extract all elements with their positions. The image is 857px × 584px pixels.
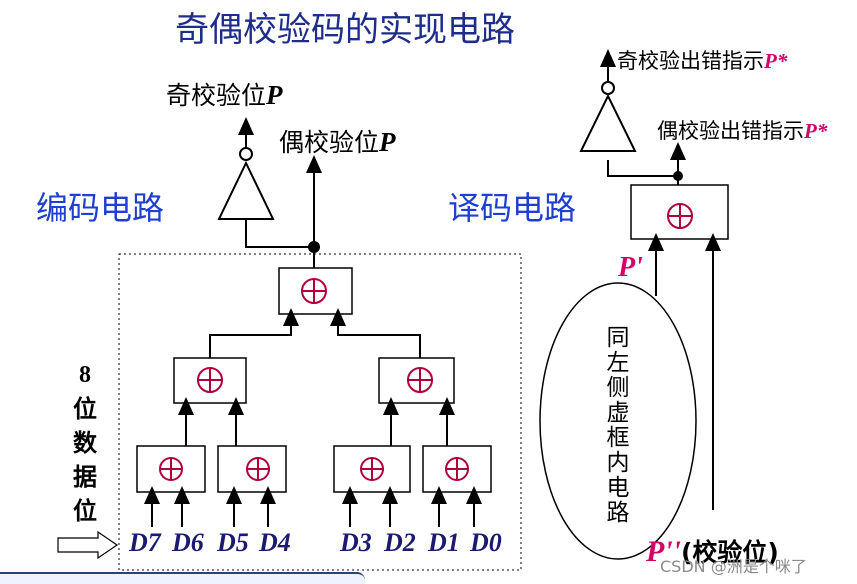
data-bits-char: 位	[73, 497, 97, 525]
xor-gate-d7-d6	[136, 445, 206, 493]
even-parity-symbol: P	[379, 127, 396, 157]
odd-error-label: 奇校验出错指示P*	[617, 45, 787, 75]
decoder-label: 译码电路	[448, 189, 577, 227]
data-bits-label: 8 位 数 据 位	[70, 358, 100, 528]
ellipse-label: 同 左 侧 虚 框 内 电 路	[605, 326, 631, 526]
slide-footer-bar	[0, 572, 365, 584]
input-wires	[144, 486, 482, 527]
decoder-junction-dot	[673, 171, 683, 181]
data-bits-char: 数	[73, 429, 97, 457]
xor-gate-mid-left	[173, 357, 247, 404]
even-parity-label: 偶校验位P	[279, 123, 396, 159]
input-d3: D3	[340, 528, 372, 557]
input-d6: D6	[172, 528, 204, 557]
odd-parity-symbol: P	[266, 80, 283, 110]
check-bit-label: P''(校验位)	[646, 533, 779, 569]
data-bits-char: 位	[73, 395, 97, 423]
ellipse-char: 左	[606, 350, 630, 376]
xor-gate-d3-d2	[333, 445, 411, 493]
odd-parity-label: 奇校验位P	[166, 76, 283, 112]
encoder-label: 编码电路	[36, 189, 165, 227]
ellipse-char: 侧	[606, 375, 630, 401]
data-input-arrow	[57, 530, 119, 560]
ellipse-char: 框	[606, 425, 630, 451]
xor-gate-d5-d4	[217, 445, 287, 493]
ellipse-char: 虚	[606, 400, 630, 426]
input-d4: D4	[259, 528, 291, 557]
odd-parity-text: 奇校验位	[166, 81, 267, 110]
even-parity-text: 偶校验位	[279, 128, 380, 157]
input-d2: D2	[384, 528, 416, 557]
left-circuit-ellipse	[539, 282, 697, 560]
input-d7: D7	[129, 528, 161, 557]
junction-dot	[308, 241, 320, 253]
decoder-xor-gate	[630, 184, 729, 240]
input-d5: D5	[217, 528, 249, 557]
page-title: 奇偶校验码的实现电路	[175, 10, 515, 50]
odd-error-text: 奇校验出错指示	[617, 49, 764, 73]
xor-gate-mid-right	[378, 357, 455, 404]
ellipse-char: 电	[606, 475, 630, 501]
even-error-text: 偶校验出错指示	[657, 119, 804, 143]
ellipse-char: 内	[606, 450, 630, 476]
encoder-tree-wires	[178, 117, 455, 446]
p-prime-label: P'	[618, 252, 643, 283]
xor-gate-d1-d0	[422, 445, 492, 493]
odd-error-symbol: P*	[764, 49, 788, 73]
ellipse-char: 路	[606, 500, 630, 526]
even-error-symbol: P*	[804, 119, 828, 143]
input-d0: D0	[470, 528, 502, 557]
inverter-encoder	[217, 147, 275, 220]
encoder-dashed-box	[118, 253, 522, 571]
input-d1: D1	[428, 528, 460, 557]
watermark: CSDN @洲是个咪了	[660, 557, 807, 576]
even-error-label: 偶校验出错指示P*	[657, 115, 827, 145]
inverter-decoder	[579, 81, 637, 152]
check-bit-text: (校验位)	[681, 538, 779, 567]
xor-gate-top	[278, 267, 353, 315]
data-bits-char: 据	[73, 463, 97, 491]
ellipse-char: 同	[606, 325, 630, 351]
data-bits-char: 8	[79, 362, 91, 388]
p-double-prime: P''	[646, 535, 681, 568]
